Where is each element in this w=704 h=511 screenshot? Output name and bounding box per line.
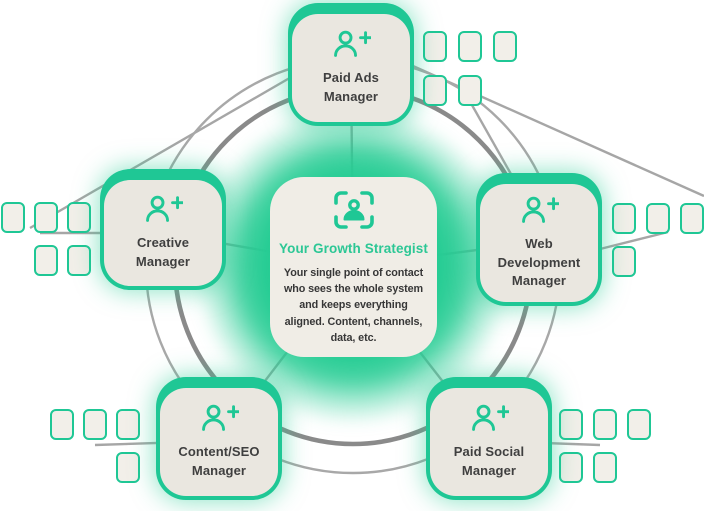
- decor-square: [612, 246, 636, 277]
- card-label: Web Development Manager: [497, 235, 581, 289]
- person-add-icon: [522, 196, 559, 223]
- decor-square: [83, 409, 107, 440]
- person-add-icon: [146, 195, 183, 223]
- card-label: Content/SEO Manager: [178, 444, 260, 478]
- decor-square: [116, 409, 140, 440]
- person-add-icon: [472, 404, 509, 432]
- square-cluster-left: [1, 202, 91, 276]
- center-description-line: Your single point of contact: [283, 267, 424, 280]
- decor-square: [612, 203, 636, 234]
- center-description-line: data, etc.: [330, 331, 377, 344]
- center-description-line: aligned. Content, channels,: [284, 315, 423, 328]
- decor-square: [67, 245, 91, 276]
- person-add-icon: [334, 30, 371, 58]
- card-surface: Content/SEO Manager: [160, 388, 278, 496]
- card-paid-social-manager: Paid Social Manager: [426, 377, 552, 500]
- decor-square: [458, 75, 482, 106]
- decor-square: [559, 409, 583, 440]
- center-description-line: and keeps everything: [299, 299, 408, 312]
- card-surface: Paid Ads Manager: [292, 14, 410, 122]
- decor-square: [423, 31, 447, 62]
- connector-line: [595, 230, 669, 252]
- decor-square: [50, 409, 74, 440]
- decor-square: [34, 202, 58, 233]
- card-surface: Paid Social Manager: [430, 388, 548, 496]
- decor-square: [116, 452, 140, 483]
- decor-square: [646, 203, 670, 234]
- square-cluster-bottom-left: [50, 409, 140, 483]
- decor-square: [680, 203, 704, 234]
- decor-square: [34, 245, 58, 276]
- decor-square: [458, 31, 482, 62]
- focus-person-icon: [333, 191, 374, 229]
- card-paid-ads-manager: Paid Ads Manager: [288, 3, 414, 126]
- square-cluster-bottom-right: [559, 409, 651, 483]
- decor-square: [67, 202, 91, 233]
- center-description: Your single point of contact who sees th…: [284, 265, 423, 346]
- card-label: Paid Social Manager: [453, 444, 525, 478]
- square-cluster-right: [612, 203, 704, 277]
- center-title: Your Growth Strategist: [279, 241, 428, 257]
- decor-square: [593, 452, 617, 483]
- decor-square: [593, 409, 617, 440]
- card-surface: Web Development Manager: [480, 184, 598, 302]
- decor-square: [627, 409, 651, 440]
- square-cluster-top-right: [423, 31, 517, 106]
- card-content-seo-manager: Content/SEO Manager: [156, 377, 282, 500]
- card-web-development-manager: Web Development Manager: [476, 173, 602, 306]
- center-description-line: who sees the whole system: [283, 283, 424, 296]
- decor-square: [1, 202, 25, 233]
- card-surface: Creative Manager: [104, 180, 222, 286]
- decor-square: [423, 75, 447, 106]
- person-add-icon: [202, 404, 239, 432]
- card-creative-manager: Creative Manager: [100, 169, 226, 290]
- card-label: Paid Ads Manager: [323, 70, 379, 104]
- decor-square: [559, 452, 583, 483]
- card-label: Creative Manager: [135, 235, 191, 269]
- decor-square: [493, 31, 517, 62]
- center-card-growth-strategist: Your Growth Strategist Your single point…: [270, 177, 437, 357]
